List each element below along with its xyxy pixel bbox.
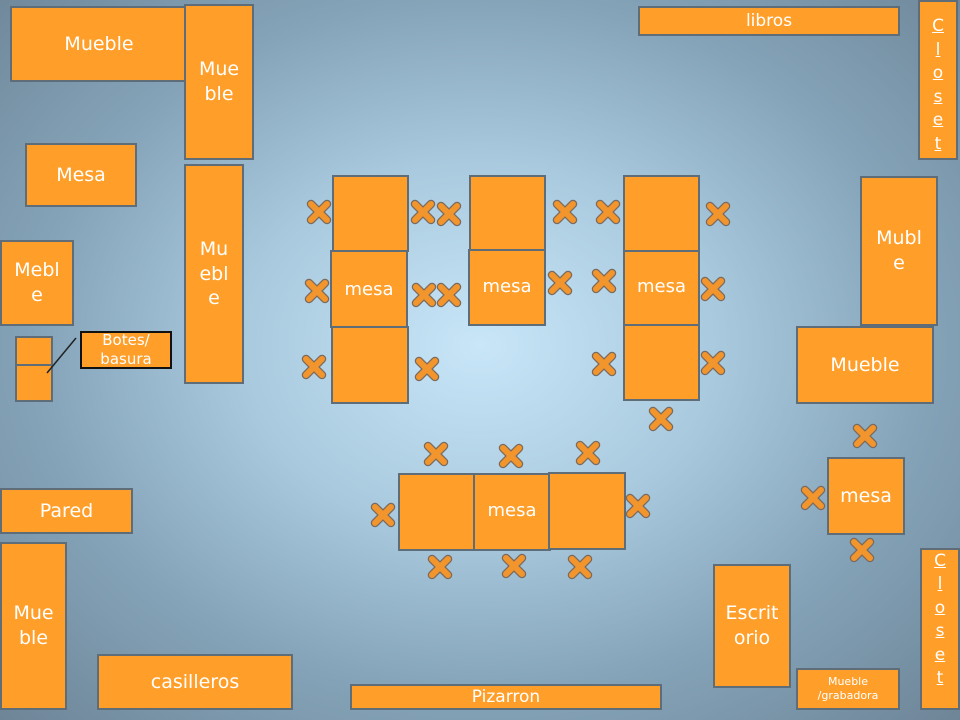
chair-x-mark-icon [427, 554, 453, 580]
table-group1-mid [330, 250, 408, 328]
table-group3-bottom [623, 324, 700, 401]
mueble-top-left: Mueble [10, 6, 188, 82]
closet-top: Closet [918, 0, 958, 160]
chair-x-mark-icon [423, 441, 449, 467]
mebl-left: Mebl e [0, 240, 74, 326]
table-group1-bottom [331, 326, 409, 404]
chair-x-mark-icon [575, 440, 601, 466]
chair-x-mark-icon [552, 199, 578, 225]
mueble-bottom-left: Mue ble [0, 542, 67, 710]
closet-top-label: Closet [932, 16, 944, 154]
pared: Pared [0, 488, 133, 534]
chair-x-mark-icon [625, 493, 651, 519]
pizarron: Pizarron [350, 684, 662, 710]
table-group3-top [623, 175, 700, 252]
chair-x-mark-icon [306, 199, 332, 225]
chair-x-mark-icon [414, 356, 440, 382]
chair-x-mark-icon [705, 201, 731, 227]
chair-x-mark-icon [700, 276, 726, 302]
table-group4-left [398, 473, 476, 551]
chair-x-mark-icon [498, 443, 524, 469]
closet-bottom: Closet [920, 548, 960, 710]
chair-x-mark-icon [591, 351, 617, 377]
mueble-right: Mueble [796, 326, 934, 404]
table-group3-mid [623, 250, 700, 327]
chair-x-mark-icon [567, 554, 593, 580]
mubl-right: Mubl e [860, 176, 938, 326]
chair-x-mark-icon [411, 282, 437, 308]
libros: libros [638, 6, 900, 36]
chair-x-mark-icon [370, 502, 396, 528]
chair-x-mark-icon [547, 270, 573, 296]
escritorio: Escrit orio [713, 564, 791, 688]
chair-x-mark-icon [849, 537, 875, 563]
table-group4-mid [473, 473, 551, 551]
table-group1-top [332, 175, 409, 252]
table-group4-right [548, 472, 626, 550]
mesa-left: Mesa [25, 143, 137, 207]
table-group2-mid [468, 249, 546, 326]
mueble-grabadora: Mueble /grabadora [796, 668, 900, 710]
chair-x-mark-icon [852, 423, 878, 449]
chair-x-mark-icon [648, 406, 674, 432]
callout-line [46, 337, 77, 374]
mueble-tall-1: Mue ble [184, 4, 254, 160]
chair-x-mark-icon [595, 199, 621, 225]
closet-bottom-label: Closet [934, 551, 946, 689]
mueble-tall-2: Mu ebl e [184, 164, 244, 384]
botes-label: Botes/ basura [80, 331, 172, 369]
casilleros: casilleros [97, 654, 293, 710]
chair-x-mark-icon [436, 201, 462, 227]
chair-x-mark-icon [501, 553, 527, 579]
trash-bin-bottom [15, 364, 53, 402]
chair-x-mark-icon [304, 278, 330, 304]
chair-x-mark-icon [800, 485, 826, 511]
chair-x-mark-icon [301, 354, 327, 380]
chair-x-mark-icon [436, 282, 462, 308]
chair-x-mark-icon [591, 268, 617, 294]
chair-x-mark-icon [410, 199, 436, 225]
chair-x-mark-icon [700, 350, 726, 376]
table-group2-top [469, 175, 546, 252]
mesa-right: mesa [827, 457, 905, 535]
